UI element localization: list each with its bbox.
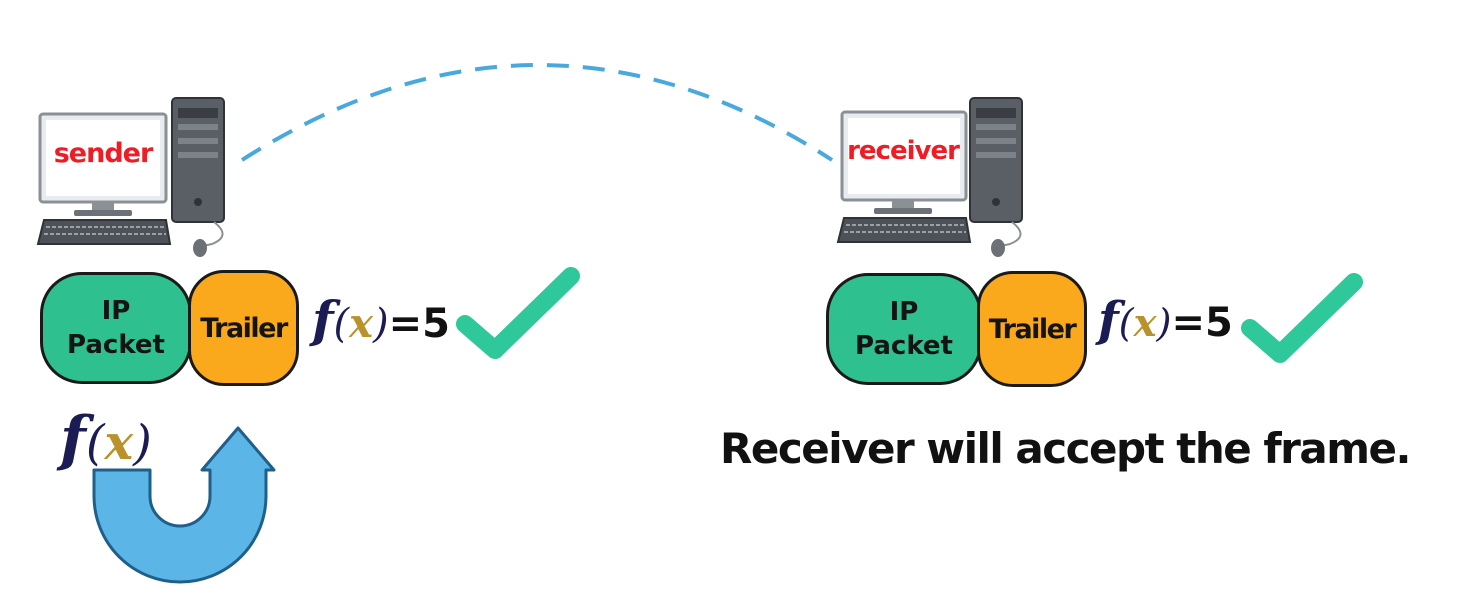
function-var: x [104, 415, 134, 471]
sender-formula-close: ) [372, 301, 389, 347]
sender-trailer: Trailer [188, 270, 299, 386]
receiver-formula-var: x [1133, 301, 1157, 346]
receiver-formula: f(x)=5 [1098, 292, 1233, 348]
receiver-trailer-label: Trailer [988, 313, 1077, 345]
receiver-caption: Receiver will accept the frame. [720, 424, 1411, 473]
desktop-computer-icon [836, 97, 1023, 257]
receiver-trailer: Trailer [977, 271, 1087, 387]
sender-ip-packet-line2: Packet [67, 330, 165, 360]
receiver-ip-packet: IP Packet [826, 273, 982, 385]
sender-computer: sender [34, 96, 239, 260]
receiver-ip-packet-line1: IP [889, 297, 919, 327]
sender-ip-packet: IP Packet [40, 272, 192, 384]
receiver-screen-label: receiver [847, 136, 960, 166]
receiver-formula-equals: =5 [1171, 300, 1233, 346]
sender-formula-open: ( [333, 301, 350, 347]
function-close: ) [133, 415, 152, 471]
receiver-formula-f: f [1098, 292, 1119, 348]
function-open: ( [85, 415, 105, 471]
sender-formula-f: f [312, 290, 334, 349]
function-f: f [60, 404, 86, 474]
checkmark-icon [456, 267, 580, 359]
checkmark-icon [1241, 273, 1363, 363]
receiver-computer: receiver [836, 96, 1041, 260]
sender-trailer-label: Trailer [200, 312, 288, 344]
sender-function-label: f(x) [60, 404, 152, 474]
desktop-computer-icon [36, 97, 225, 257]
sender-screen-label: sender [53, 138, 154, 169]
sender-ip-packet-line1: IP [101, 296, 131, 326]
sender-formula-equals: =5 [388, 301, 450, 347]
receiver-formula-close: ) [1156, 301, 1172, 346]
sender-formula-var: x [349, 300, 373, 347]
receiver-ip-packet-line2: Packet [855, 331, 953, 361]
u-turn-arrow-icon [92, 426, 276, 584]
sender-formula: f(x)=5 [312, 290, 450, 349]
receiver-formula-open: ( [1118, 301, 1134, 346]
